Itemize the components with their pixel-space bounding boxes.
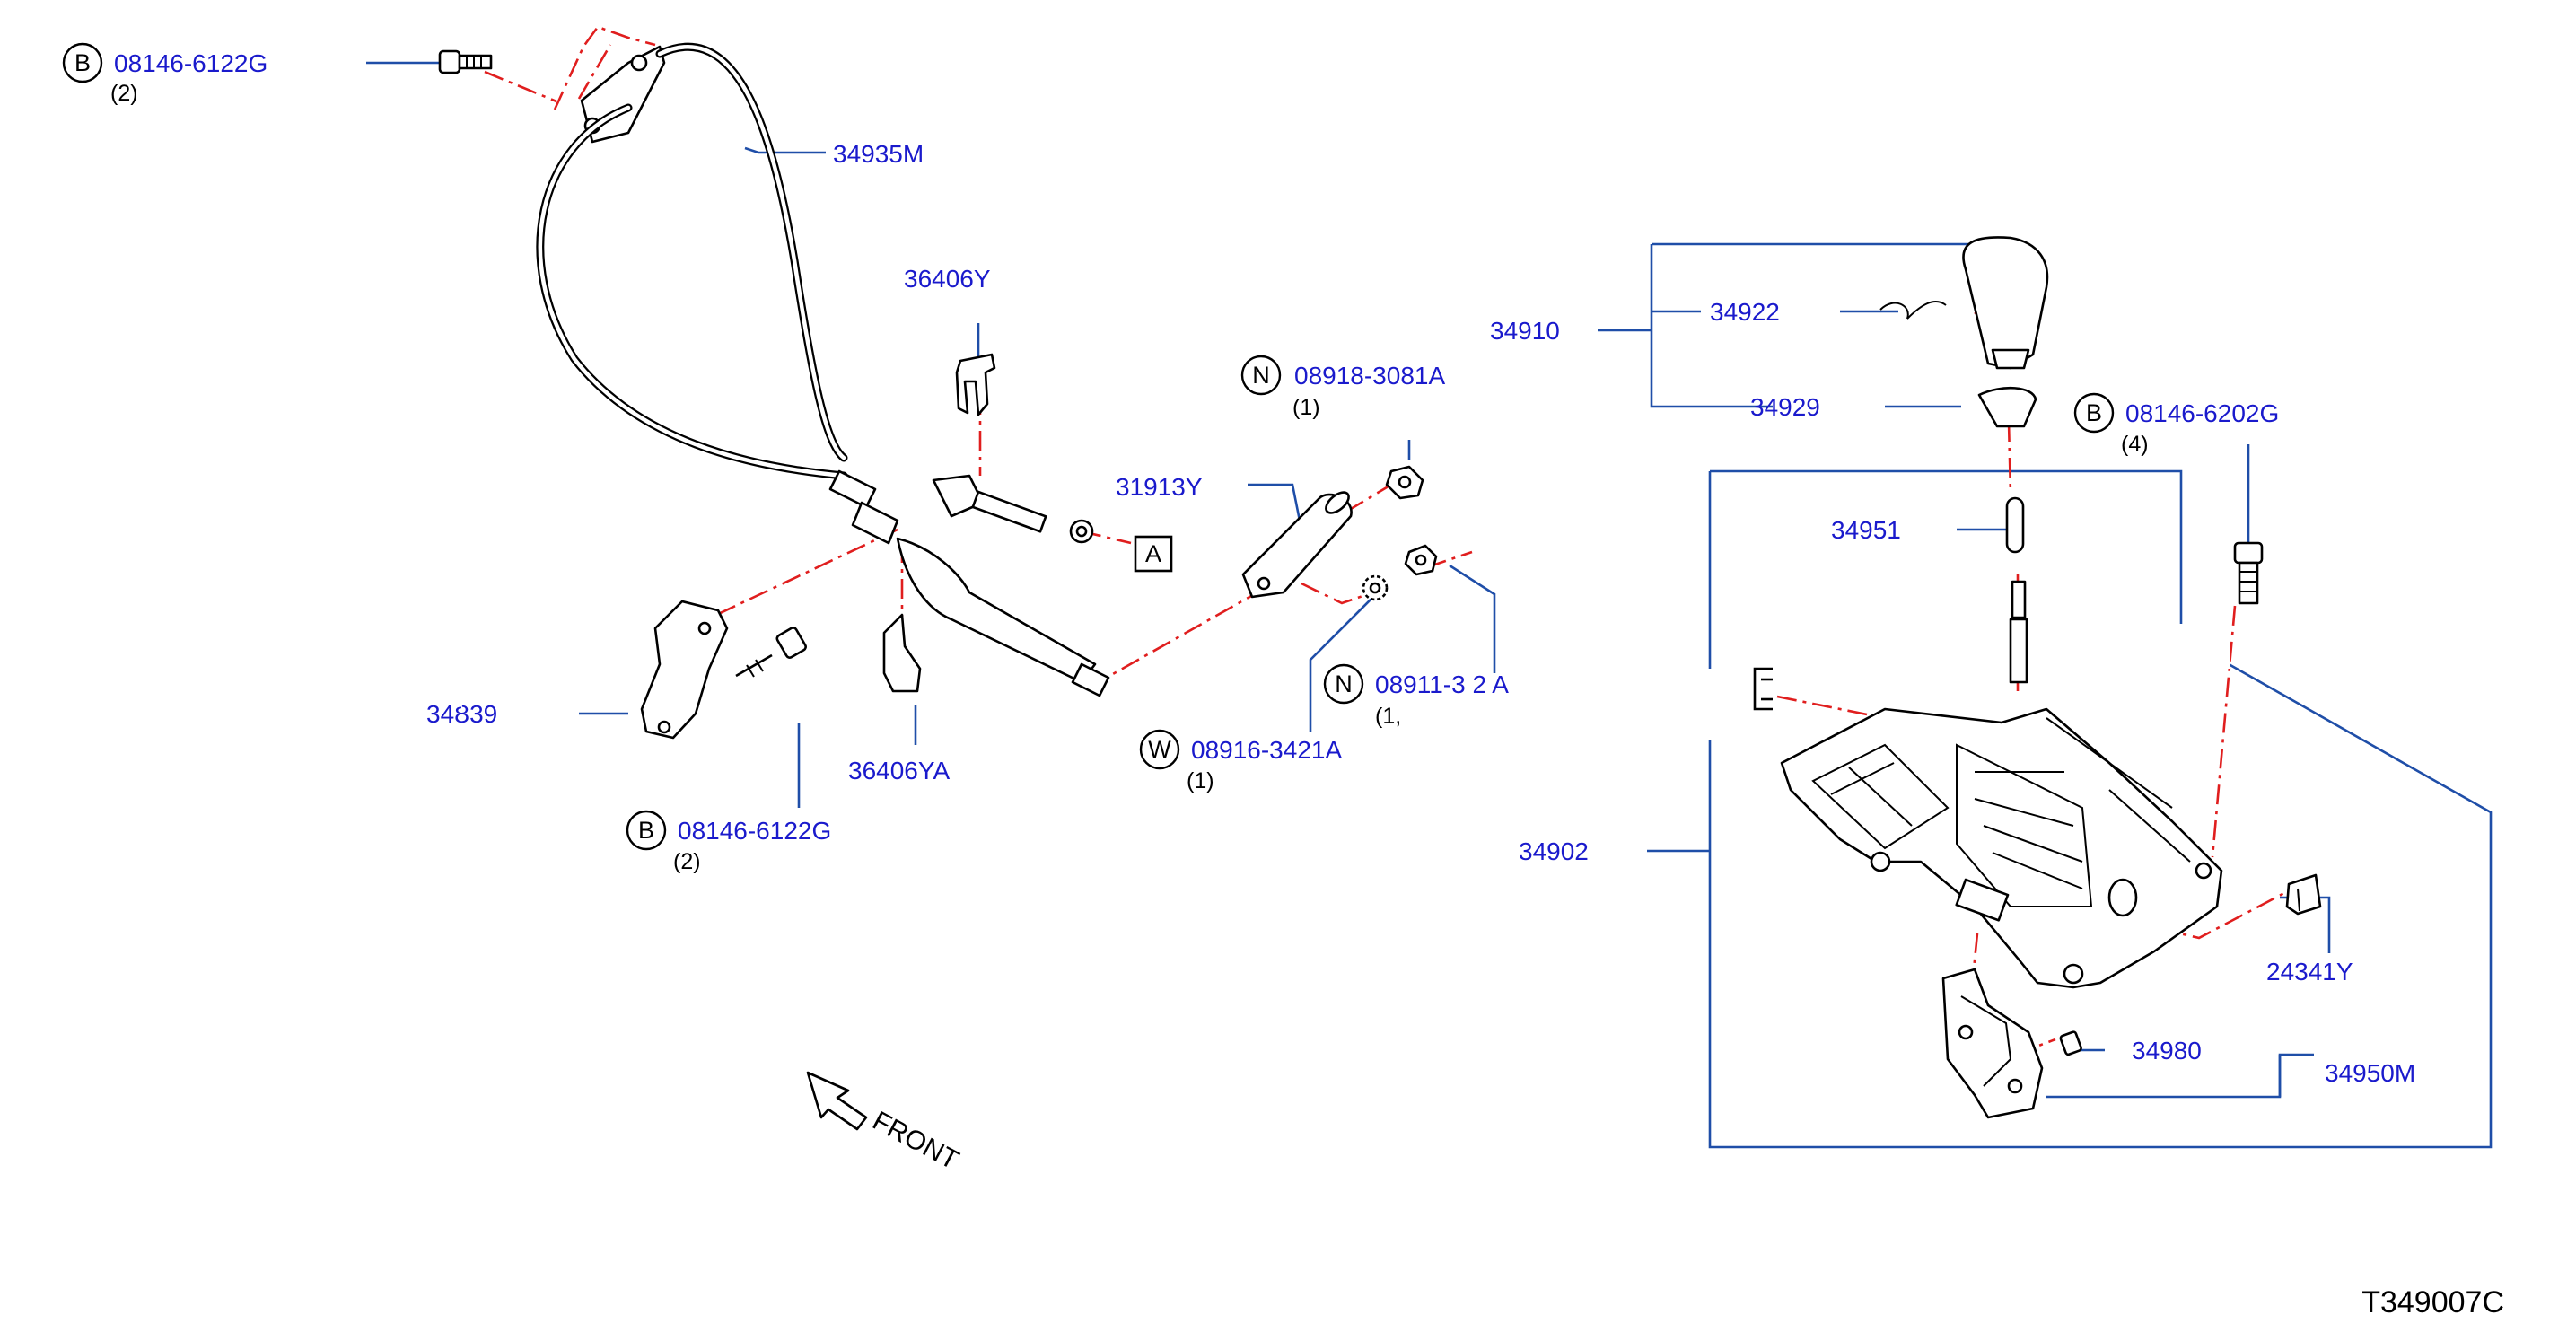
bracket-34x39-icon (640, 600, 729, 740)
b-symbol-label: B (74, 49, 91, 76)
front-indicator: FRONT (806, 1071, 964, 1176)
label-08918-3081a: 08918-3081A (1294, 362, 1445, 390)
leader-lines (366, 61, 2493, 1149)
label-34980: 34980 (2132, 1037, 2202, 1065)
n-symbol-label: N (1252, 362, 1270, 389)
cable-adjuster (828, 469, 1110, 697)
label-34935m: 34935M (833, 140, 924, 168)
shift-knob-icon (1962, 236, 2049, 370)
n-symbol-lower-label: N (1335, 670, 1353, 697)
label-36406y: 36406Y (904, 265, 991, 293)
label-36406ya: 36406YA (848, 757, 950, 784)
nut-icon (1385, 465, 1424, 500)
label-08146-6202g: 08146-6202G (2125, 399, 2279, 427)
clip-24341y-icon (2285, 873, 2322, 916)
washer-icon (1362, 574, 1389, 601)
label-34950m: 34950M (2325, 1059, 2415, 1087)
qty-08146-6122g-bottom: (2) (673, 849, 701, 874)
qty-08911-3: (1, (1375, 704, 1401, 729)
detent-module-icon (1941, 968, 2082, 1119)
shift-rod (2009, 580, 2028, 684)
b-symbol-bottom-icon (626, 810, 667, 851)
b-symbol-icon (62, 42, 103, 83)
symbol-circles: B N N W B B (62, 42, 2115, 851)
w-symbol-label: W (1148, 736, 1171, 763)
label-34929: 34929 (1750, 393, 1820, 421)
qty-08918-3081a: (1) (1292, 395, 1320, 420)
cable-end-fitting (932, 474, 1094, 544)
selector-housing-icon (1780, 624, 2230, 989)
label-34922: 34922 (1710, 298, 1780, 326)
nut-lower-icon (1404, 544, 1438, 576)
spring-clip-icon (1879, 301, 1947, 320)
qty-08916-3421a: (1) (1187, 768, 1214, 793)
label-34x39: 34Ȣ39 (426, 700, 497, 728)
label-08146-6122g-top: 08146-6122G (114, 49, 267, 77)
part-labels: 08146-6122G (2) 34935M 36406Y 08918-3081… (110, 49, 2415, 1087)
pin-34951-icon (2005, 496, 2025, 554)
qty-08146-6122g-top: (2) (110, 81, 138, 106)
label-08911-3: 08911-3 2 A (1375, 670, 1509, 698)
label-31913y: 31913Y (1116, 473, 1203, 501)
clip-36406y-icon (955, 353, 996, 416)
b-symbol-right-icon (2073, 392, 2115, 434)
pin-31913y-icon (1241, 491, 1353, 599)
w-symbol-icon (1139, 729, 1180, 770)
label-34951: 34951 (1831, 516, 1901, 544)
clip-36406ya-icon (882, 613, 922, 693)
drawing-code: T349007C (2361, 1285, 2504, 1319)
n-symbol-icon (1240, 355, 1282, 396)
qty-08146-6202g: (4) (2121, 432, 2149, 457)
bolt-bottom-icon (735, 627, 807, 678)
front-arrow-icon (806, 1071, 868, 1131)
ref-box-a-label: A (1145, 540, 1161, 567)
label-24341y: 24341Y (2266, 958, 2353, 986)
control-cable (536, 42, 848, 480)
label-34910: 34910 (1490, 317, 1560, 345)
b-symbol-bottom-label: B (638, 817, 654, 844)
label-34902: 34902 (1519, 837, 1589, 865)
ref-box-a: A (1134, 535, 1173, 573)
label-08916-3421a: 08916-3421A (1191, 736, 1342, 764)
b-symbol-right-label: B (2086, 399, 2102, 426)
bolt-icon (438, 49, 493, 74)
label-08146-6122g-bottom: 08146-6122G (678, 817, 831, 845)
front-label: FRONT (868, 1106, 964, 1176)
boot-icon (1977, 386, 2037, 428)
bolt-6202g-icon (2233, 541, 2264, 605)
n-symbol-lower-icon (1323, 663, 1364, 705)
ref-box-partial (1753, 667, 1773, 711)
